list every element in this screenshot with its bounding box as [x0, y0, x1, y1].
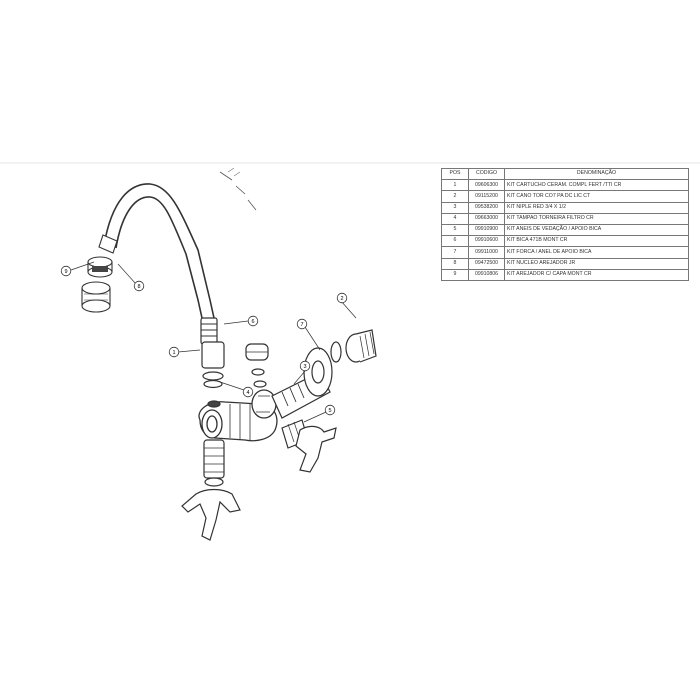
parts-table-header: POS CODIGO DENOMINAÇÃO [441, 167, 689, 181]
row-description: KIT CARTUCHO CERAM. COMPL FERT /TTI CR [504, 179, 689, 192]
callout-9: 9 [60, 265, 72, 277]
header-code: CODIGO [468, 167, 505, 181]
row-code: 09606300 [468, 179, 505, 192]
callout-7-label: 7 [300, 322, 303, 328]
table-row: 4 09663000 KIT TAMPAO TORNEIRA FILTRO CR [441, 212, 689, 225]
table-row: 1 09606300 KIT CARTUCHO CERAM. COMPL FER… [441, 179, 689, 192]
row-description: KIT ANEIS DE VEDAÇÃO / APOIO BICA [504, 223, 689, 237]
row-pos: 2 [441, 190, 469, 203]
row-description: KIT NUCLEO AREJADOR JR [504, 257, 689, 270]
callout-1: 1 [168, 346, 180, 358]
callout-5-label: 5 [328, 408, 331, 414]
upper-stack [201, 341, 225, 408]
row-pos: 5 [441, 223, 469, 237]
callout-9-label: 9 [64, 269, 67, 275]
header-description: DENOMINAÇÃO [504, 167, 689, 181]
callouts: 9 8 6 1 2 7 4 3 5 [60, 265, 348, 416]
escutcheon-plate [303, 347, 333, 397]
leader-lines [70, 261, 357, 423]
row-code: 09910806 [468, 268, 505, 281]
row-pos: 3 [441, 201, 469, 214]
sealing-ring [330, 341, 342, 363]
table-row: 7 09911000 KIT FORCA / ANEL DE APOIO BIC… [441, 246, 689, 259]
callout-8: 8 [133, 280, 145, 292]
row-description: KIT NIPLE RED 3/4 X 1/2 [504, 201, 689, 214]
callout-2-label: 2 [340, 296, 343, 302]
row-description: KIT AREJADOR C/ CAPA MONT CR [504, 268, 689, 281]
row-code: 09663000 [468, 212, 505, 225]
row-pos: 9 [441, 268, 469, 281]
row-pos: 4 [441, 212, 469, 225]
table-row: 6 09910600 KIT BICA 471B MONT CR [441, 235, 689, 248]
header-pos: POS [441, 167, 469, 181]
callout-6-label: 6 [251, 319, 254, 325]
callout-7: 7 [296, 318, 308, 330]
row-pos: 1 [441, 179, 469, 192]
callout-4-label: 4 [246, 390, 249, 396]
callout-5: 5 [324, 404, 336, 416]
row-description: KIT CANO TOR CO7 PA DC LIC CT [504, 190, 689, 203]
valve-body [198, 389, 278, 442]
spout-collar [200, 317, 218, 345]
callout-1-label: 1 [172, 350, 175, 356]
callout-8-label: 8 [137, 284, 140, 290]
table-row: 3 09538200 KIT NIPLE RED 3/4 X 1/2 [441, 201, 689, 214]
parts-list-table: POS CODIGO DENOMINAÇÃO 1 09606300 KIT CA… [441, 167, 689, 281]
wall-hatch [227, 167, 241, 177]
wall-section-line [219, 171, 257, 211]
row-code: 09911000 [468, 246, 505, 259]
row-description: KIT BICA 471B MONT CR [504, 235, 689, 248]
callout-3-label: 3 [303, 364, 306, 370]
aerator-assembly [81, 234, 118, 313]
row-code: 09472500 [468, 257, 505, 270]
reducer-nipple [345, 329, 377, 363]
table-row: 9 09910806 KIT AREJADOR C/ CAPA MONT CR [441, 268, 689, 281]
table-row: 5 09910900 KIT ANEIS DE VEDAÇÃO / APOIO … [441, 223, 689, 237]
table-row: 2 09115200 KIT CANO TOR CO7 PA DC LIC CT [441, 190, 689, 203]
row-code: 09538200 [468, 201, 505, 214]
row-description: KIT TAMPAO TORNEIRA FILTRO CR [504, 212, 689, 225]
row-pos: 8 [441, 257, 469, 270]
lower-cartridge [203, 439, 225, 487]
row-description: KIT FORCA / ANEL DE APOIO BICA [504, 246, 689, 259]
row-pos: 6 [441, 235, 469, 248]
spout-part [103, 183, 215, 319]
row-code: 09910900 [468, 223, 505, 237]
callout-4: 4 [242, 386, 254, 398]
callout-6: 6 [247, 315, 259, 327]
callout-2: 2 [336, 292, 348, 304]
table-row: 8 09472500 KIT NUCLEO AREJADOR JR [441, 257, 689, 270]
row-code: 09910600 [468, 235, 505, 248]
right-handle [295, 425, 337, 473]
row-code: 09115200 [468, 190, 505, 203]
lower-handle [181, 488, 241, 541]
row-pos: 7 [441, 246, 469, 259]
callout-3: 3 [299, 360, 311, 372]
filter-plug [245, 343, 269, 388]
